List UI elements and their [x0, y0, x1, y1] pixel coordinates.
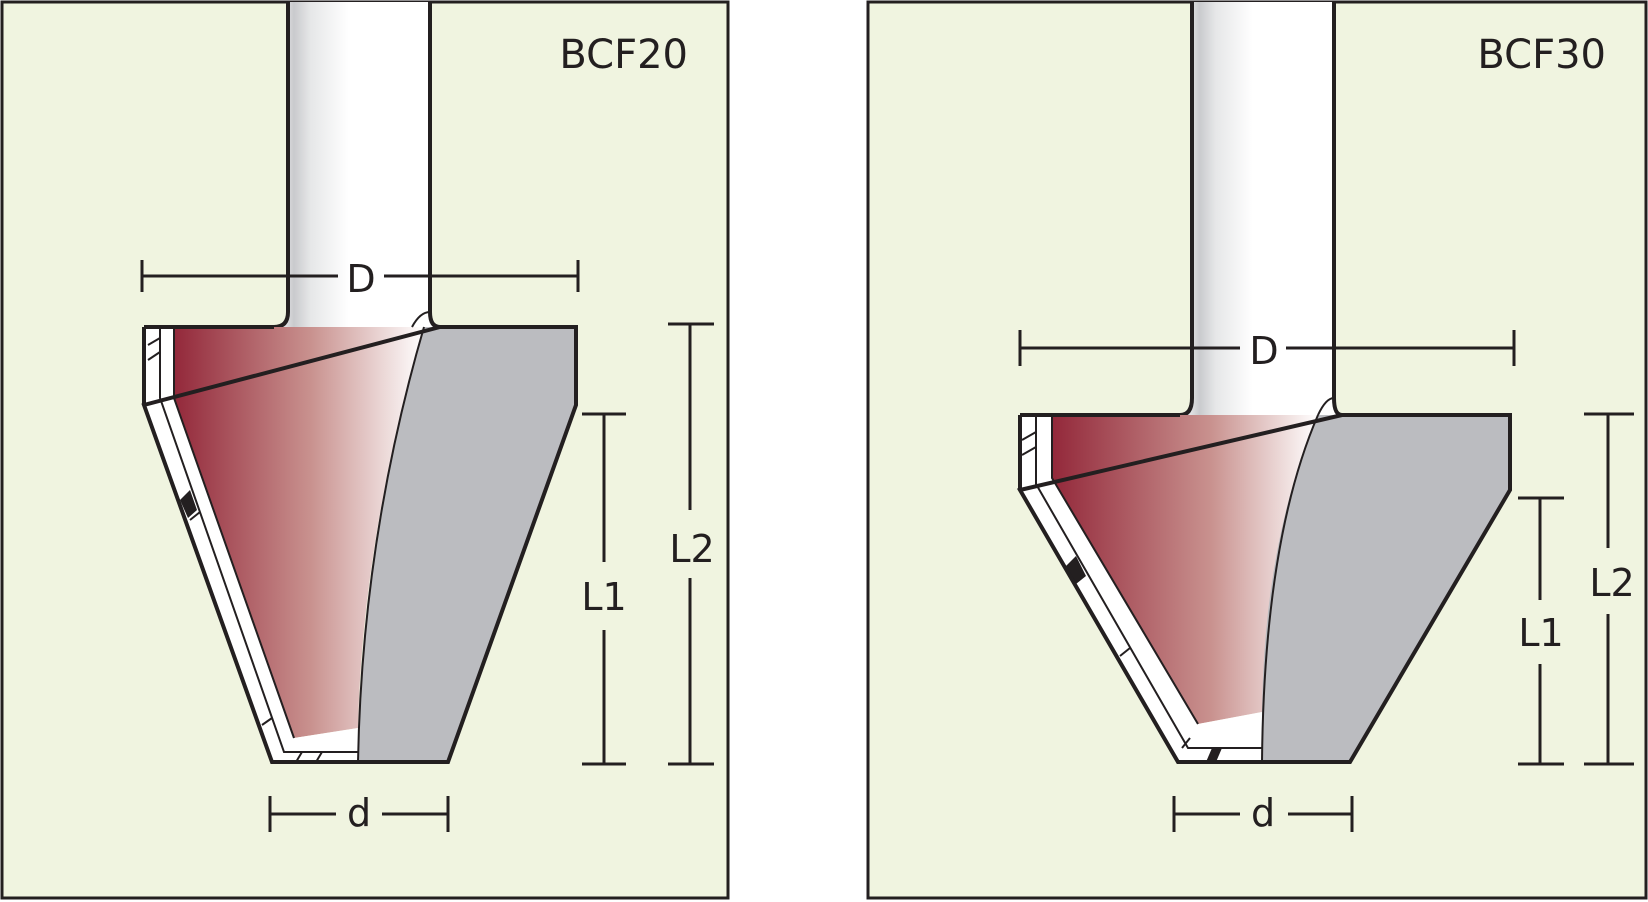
dimension-D-label: D — [1249, 329, 1278, 373]
dimension-d — [1172, 796, 1354, 832]
dimension-L1 — [1518, 496, 1564, 766]
dimension-L2 — [1584, 412, 1634, 766]
dimension-L2-label: L2 — [1589, 561, 1634, 605]
dimension-D — [1018, 330, 1516, 366]
dimension-d-label: d — [1251, 791, 1275, 835]
dimension-D-label: D — [346, 257, 375, 301]
dimension-L1 — [582, 412, 626, 766]
panel-bcf30: D d L1 L2 BCF30 — [866, 0, 1648, 900]
dimension-L2 — [668, 322, 714, 766]
carbide-edge — [147, 327, 358, 763]
dimension-L1-label: L1 — [581, 575, 626, 619]
cutter-body — [1261, 415, 1510, 762]
cutter-flute — [174, 327, 424, 738]
dimension-D — [140, 260, 580, 292]
model-label: BCF30 — [1477, 32, 1606, 78]
cutter-body — [358, 327, 576, 762]
model-label: BCF20 — [559, 32, 688, 78]
panel-bcf20: D d L1 L2 BCF20 — [0, 0, 730, 900]
dimension-L1-label: L1 — [1518, 611, 1563, 655]
carbide-edge — [1021, 415, 1262, 762]
dimension-d — [268, 796, 450, 832]
cutter-flute — [1052, 415, 1318, 724]
dimension-d-label: d — [347, 791, 371, 835]
dimension-L2-label: L2 — [669, 527, 714, 571]
